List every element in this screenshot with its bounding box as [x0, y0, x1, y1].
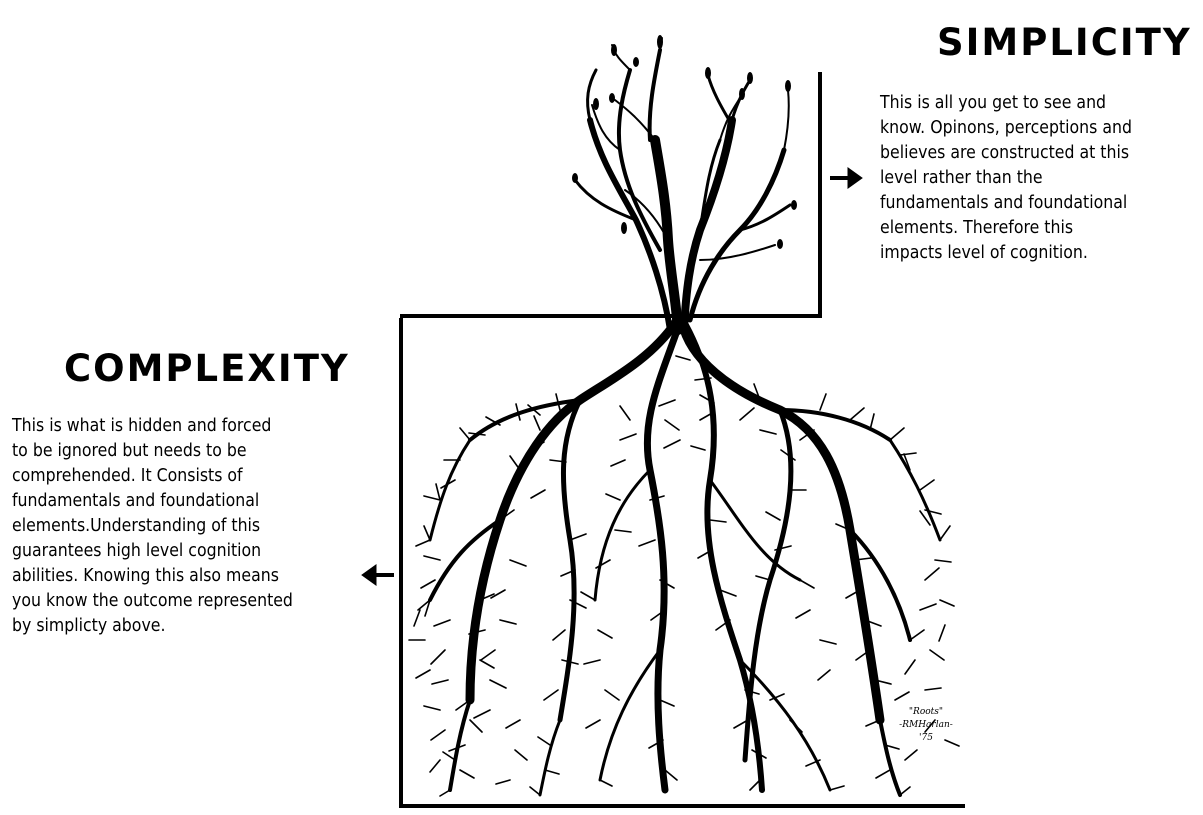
complexity-line: abilities. Knowing this also means [12, 564, 293, 589]
complexity-heading: COMPLEXITY [64, 350, 350, 387]
left-arrow-icon [362, 565, 394, 585]
tree-trunk-and-branches [575, 38, 790, 330]
signature-line: '75 [886, 732, 966, 745]
simplicity-description: This is all you get to see and know. Opi… [880, 91, 1132, 266]
complexity-line: This is what is hidden and forced [12, 414, 293, 439]
simplicity-line: know. Opinons, perceptions and [880, 116, 1132, 141]
simplicity-line: fundamentals and foundational [880, 191, 1132, 216]
complexity-line: to be ignored but needs to be [12, 439, 293, 464]
simplicity-frame [400, 72, 820, 316]
complexity-line: guarantees high level cognition [12, 539, 293, 564]
simplicity-line: level rather than the [880, 166, 1132, 191]
complexity-description: This is what is hidden and forced to be … [12, 414, 293, 639]
simplicity-line: This is all you get to see and [880, 91, 1132, 116]
complexity-line: by simplicty above. [12, 614, 293, 639]
signature-line: "Roots" [886, 706, 966, 719]
artist-signature: "Roots" -RMHarlan- '75 [886, 706, 966, 745]
leaves [572, 35, 797, 249]
simplicity-line: elements. Therefore this [880, 216, 1132, 241]
simplicity-line: impacts level of cognition. [880, 241, 1132, 266]
complexity-line: fundamentals and foundational [12, 489, 293, 514]
simplicity-heading: SIMPLICITY [937, 24, 1192, 61]
root-hairs [409, 356, 959, 796]
complexity-line: you know the outcome represented [12, 589, 293, 614]
simplicity-line: believes are constructed at this [880, 141, 1132, 166]
right-arrow-icon [830, 168, 862, 188]
complexity-line: comprehended. It Consists of [12, 464, 293, 489]
complexity-line: elements.Understanding of this [12, 514, 293, 539]
signature-line: -RMHarlan- [886, 719, 966, 732]
